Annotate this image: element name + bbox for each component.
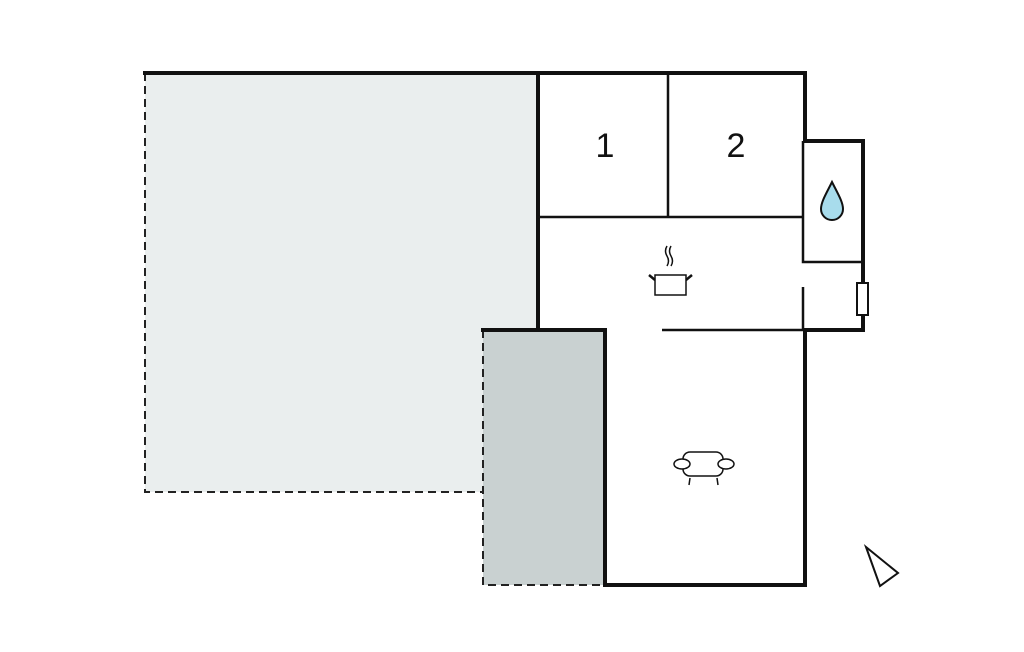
cooking-pot-icon <box>648 245 693 296</box>
compass-arrow-icon <box>863 543 900 588</box>
covered-terrace <box>481 328 605 586</box>
interior-walls <box>538 73 863 332</box>
armchair-icon <box>673 451 735 486</box>
water-drop-icon <box>819 179 845 221</box>
room-label-2: 2 <box>727 127 746 165</box>
room-label-1: 1 <box>596 127 615 165</box>
window <box>856 282 869 316</box>
terrace <box>143 71 538 493</box>
